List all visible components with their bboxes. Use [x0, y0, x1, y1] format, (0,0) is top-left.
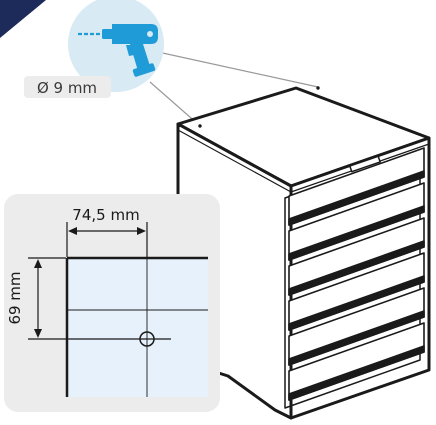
mount-hole-back	[316, 86, 320, 90]
height-label: 69 mm	[6, 271, 24, 324]
detail-panel-surface	[67, 258, 208, 397]
power-drill-icon	[78, 24, 158, 77]
drawer	[288, 147, 425, 226]
drawer	[288, 252, 425, 331]
drawer-stack	[288, 147, 425, 401]
mount-hole-front	[198, 124, 202, 128]
leader-line-back	[157, 51, 319, 88]
drawer	[288, 217, 425, 296]
width-label: 74,5 mm	[72, 206, 139, 224]
drill-size-label: Ø 9 mm	[37, 79, 97, 97]
drawer	[288, 287, 425, 366]
drawer	[288, 182, 425, 261]
drill-size-badge	[24, 76, 111, 98]
cabinet-lock	[349, 155, 381, 173]
drill-hole-marker	[139, 331, 155, 347]
detail-panel: 74,5 mm 69 mm	[4, 194, 220, 412]
drawer	[288, 322, 425, 401]
corner-accent	[0, 0, 46, 38]
leader-line-front	[149, 81, 200, 126]
drill-callout: Ø 9 mm	[24, 0, 164, 98]
